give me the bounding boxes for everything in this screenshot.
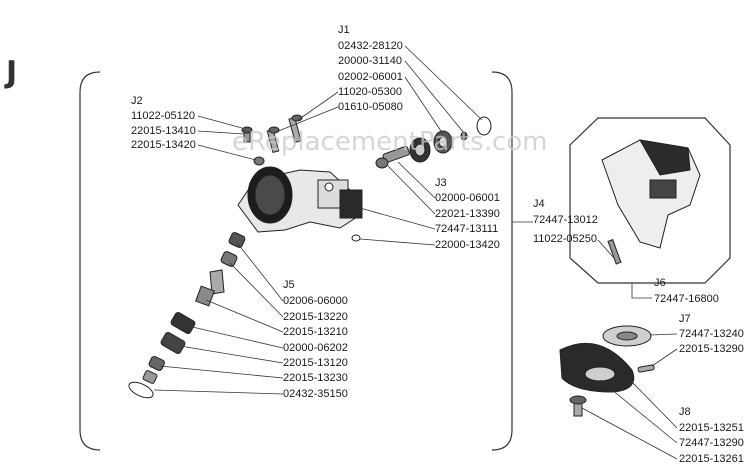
left-bracket (79, 71, 101, 451)
part-label: 11022-05120 (131, 110, 195, 122)
part-label: 20000-31140 (338, 55, 402, 67)
part-label: 22015-13210 (283, 326, 348, 338)
part-label: 22015-13220 (283, 311, 348, 323)
group-label-j2: J2 (131, 95, 143, 107)
part-label: 22015-13251 (679, 422, 744, 434)
part-label: 02432-28120 (338, 40, 403, 52)
bearing-parts-j1 (375, 116, 492, 169)
group-label-j3: J3 (435, 177, 447, 189)
gear-case (237, 166, 363, 233)
part-label: 22015-13120 (283, 357, 348, 369)
part-label: 72447-13290 (679, 437, 744, 449)
part-label: 22015-13410 (131, 125, 196, 137)
part-label: 22015-13290 (679, 343, 744, 355)
group-label-j4: J4 (533, 198, 545, 210)
part-label: 02002-06001 (338, 71, 403, 83)
part-label: 02000-06001 (435, 192, 500, 204)
cutter-parts-j7-j8 (559, 325, 655, 417)
cover-j4 (601, 139, 701, 265)
group-label-j7: J7 (679, 313, 691, 325)
part-label: 22015-13230 (283, 372, 348, 384)
cover-panel-frame (569, 117, 731, 284)
group-label-j5: J5 (283, 279, 295, 291)
part-label: 11020-05300 (338, 86, 402, 98)
group-label-j6: J6 (654, 277, 666, 289)
part-label: 72447-16800 (654, 293, 719, 305)
part-label: 02000-06202 (283, 342, 348, 354)
seal-j3 (351, 234, 361, 242)
part-label: 01610-05080 (338, 101, 403, 113)
section-letter: J (4, 55, 17, 90)
part-label: 72447-13240 (679, 328, 744, 340)
part-label: 22015-13261 (679, 453, 744, 465)
right-bracket (491, 71, 513, 451)
part-label: 02006-06000 (283, 295, 348, 307)
leader-lines (153, 45, 678, 460)
screw-parts-j2 (241, 114, 303, 166)
group-label-j1: J1 (338, 24, 350, 36)
watermark: eReplacementParts.com (232, 127, 548, 157)
part-label: 72447-13012 (533, 214, 598, 226)
part-label: 02432-35150 (283, 388, 348, 400)
part-label: 22021-13390 (435, 208, 500, 220)
part-label: 22015-13420 (131, 139, 196, 151)
part-label: 72447-13111 (435, 223, 498, 235)
shaft-stack-j5 (128, 232, 246, 399)
part-label: 11022-05250 (533, 233, 597, 245)
part-label: 22000-13420 (435, 239, 500, 251)
group-label-j8: J8 (679, 406, 691, 418)
